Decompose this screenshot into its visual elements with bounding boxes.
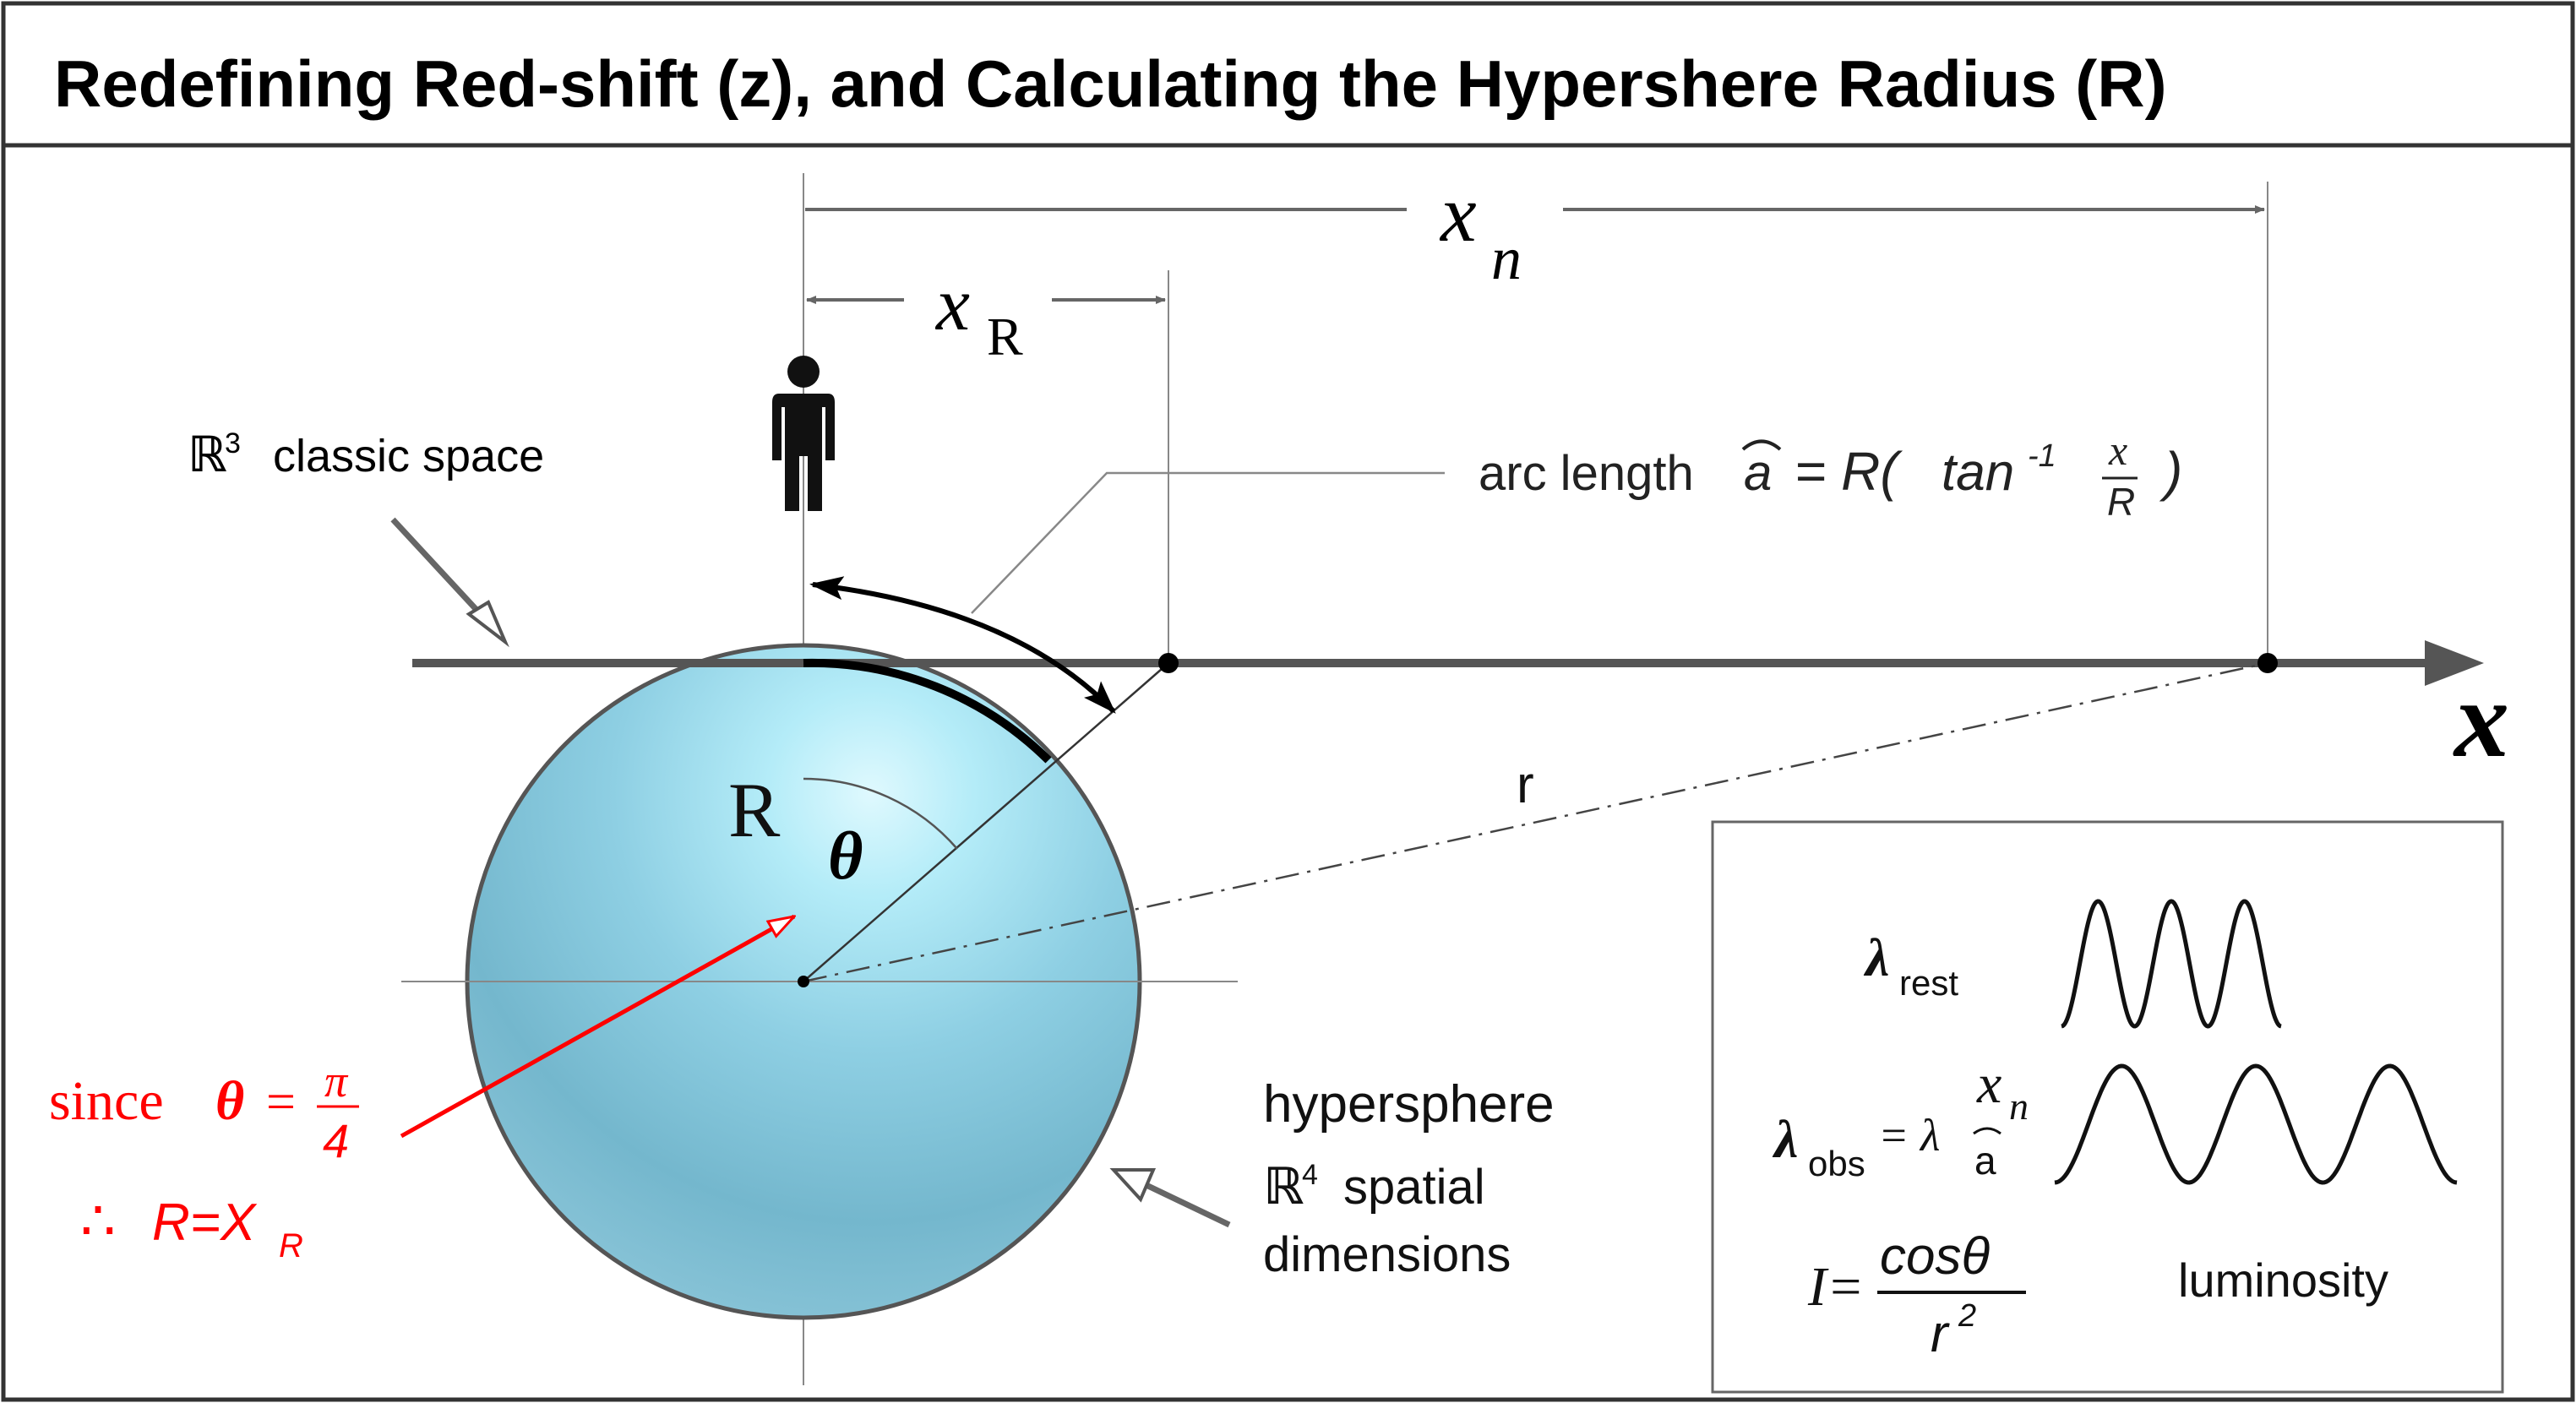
svg-text:x: x bbox=[1439, 168, 1477, 258]
svg-text:rest: rest bbox=[1899, 963, 1958, 1003]
svg-text:classic space: classic space bbox=[273, 431, 544, 481]
hypersphere-pointer-line bbox=[1130, 1175, 1231, 1228]
svg-text:-1: -1 bbox=[2028, 438, 2056, 474]
r-distance-label: r bbox=[1517, 756, 1534, 814]
svg-text:arc length: arc length bbox=[1479, 446, 1694, 501]
svg-text:since: since bbox=[49, 1070, 164, 1132]
r3-pointer-head bbox=[466, 600, 509, 648]
svg-text:r: r bbox=[1931, 1305, 1950, 1363]
sphere-center-point bbox=[798, 976, 809, 987]
red-annotation-arrow bbox=[400, 916, 794, 1139]
since-theta-annotation: since θ = π 4 bbox=[49, 1056, 359, 1167]
svg-text:I=: I= bbox=[1807, 1256, 1865, 1318]
theta-angle-arc bbox=[803, 777, 958, 850]
svg-text:= λ: = λ bbox=[1878, 1110, 1940, 1161]
svg-text:hypersphere: hypersphere bbox=[1263, 1075, 1555, 1134]
svg-text:λ: λ bbox=[1772, 1109, 1798, 1169]
arc-length-double-arrow bbox=[809, 576, 1116, 714]
svg-text:∴: ∴ bbox=[80, 1191, 116, 1253]
luminosity-label: luminosity bbox=[2178, 1253, 2388, 1307]
svg-text:n: n bbox=[2009, 1085, 2029, 1128]
therefore-R-annotation: ∴ R=X R bbox=[80, 1191, 303, 1264]
intensity-equation: I= cosθ r 2 bbox=[1807, 1227, 2026, 1363]
svg-text:a: a bbox=[1744, 444, 1772, 501]
arc-length-leader-line bbox=[971, 471, 1445, 614]
xn-label: x n bbox=[1439, 168, 1522, 292]
theta-label: θ bbox=[828, 819, 863, 894]
arc-length-equation: arc length a = R( tan -1 x R ) bbox=[1479, 427, 2182, 524]
radial-line bbox=[803, 662, 1169, 982]
lambda-obs-equation: λ obs = λ x n a bbox=[1772, 1053, 2029, 1183]
svg-text:π: π bbox=[324, 1056, 349, 1107]
r3-classic-space-label: ℝ 3 classic space bbox=[188, 427, 544, 482]
svg-text:θ: θ bbox=[215, 1070, 244, 1132]
svg-text:R=X: R=X bbox=[152, 1194, 258, 1252]
svg-text:R: R bbox=[2107, 480, 2135, 524]
person-icon bbox=[772, 356, 835, 511]
svg-text:2: 2 bbox=[1958, 1298, 1976, 1334]
svg-text:a: a bbox=[1974, 1139, 1996, 1183]
svg-text:3: 3 bbox=[225, 427, 241, 460]
svg-text:ℝ: ℝ bbox=[1263, 1158, 1304, 1215]
svg-text:cosθ: cosθ bbox=[1880, 1227, 1990, 1286]
diagram-title: Redefining Red-shift (z), and Calculatin… bbox=[54, 46, 2167, 121]
svg-text:x: x bbox=[934, 263, 970, 346]
svg-text:ℝ: ℝ bbox=[188, 427, 226, 482]
svg-text:=: = bbox=[266, 1074, 296, 1131]
svg-text:4: 4 bbox=[323, 1114, 349, 1167]
svg-text:x: x bbox=[2108, 427, 2127, 474]
svg-text:obs: obs bbox=[1808, 1144, 1865, 1183]
hypersphere-label: hypersphere ℝ 4 spatial dimensions bbox=[1263, 1075, 1555, 1282]
rest-wavelength-wave bbox=[2061, 899, 2282, 1029]
svg-text:spatial: spatial bbox=[1343, 1160, 1485, 1215]
svg-text:λ: λ bbox=[1863, 927, 1889, 987]
hypersphere-pointer-head bbox=[1109, 1168, 1157, 1203]
svg-text:R: R bbox=[987, 307, 1023, 367]
svg-text:R: R bbox=[279, 1227, 303, 1264]
radius-R-label: R bbox=[728, 767, 781, 853]
lambda-rest-label: λ rest bbox=[1863, 927, 1958, 1003]
x-axis-arrowhead bbox=[2425, 640, 2484, 686]
xR-label: x R bbox=[934, 263, 1023, 367]
xR-point bbox=[1158, 653, 1179, 673]
r-distance-line bbox=[803, 661, 2268, 983]
observed-wavelength-wave bbox=[2054, 1063, 2458, 1185]
x-axis-label: x bbox=[2453, 659, 2509, 780]
svg-text:dimensions: dimensions bbox=[1263, 1227, 1511, 1282]
svg-text:x: x bbox=[1976, 1053, 2001, 1115]
svg-text:4: 4 bbox=[1302, 1159, 1318, 1191]
xn-point bbox=[2257, 653, 2278, 673]
svg-text:= R(: = R( bbox=[1794, 441, 1903, 502]
svg-text:n: n bbox=[1491, 225, 1522, 292]
svg-text:tan: tan bbox=[1942, 443, 2014, 502]
